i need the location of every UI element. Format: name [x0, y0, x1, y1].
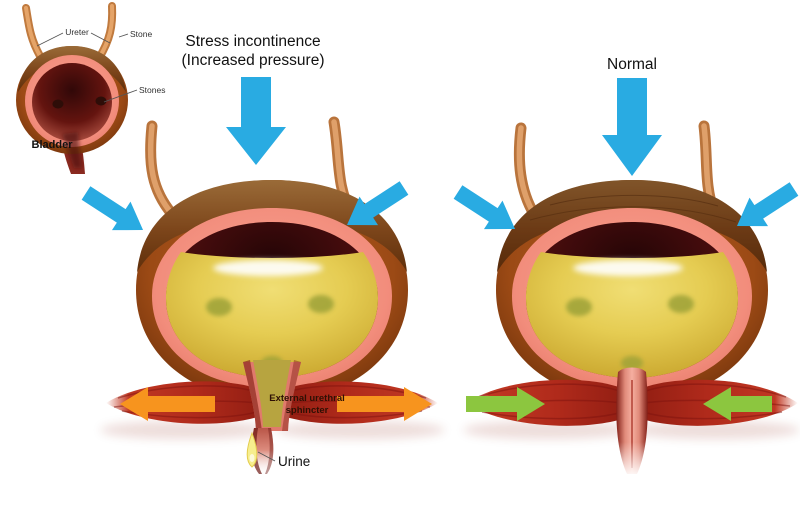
inset-ureter-left-highlight: [24, 6, 42, 58]
ureteral-opening-left: [566, 298, 592, 316]
urine-stream: [253, 360, 291, 427]
muscle-shadow-right: [630, 421, 800, 439]
bladder-normal: [496, 180, 768, 400]
stress-incontinence-panel: Stress incontinence (Increased pressure): [81, 33, 445, 474]
ureteral-opening-right: [308, 295, 334, 313]
ureteral-opening-right: [668, 295, 694, 313]
bladder-dome-texture-overlay: [497, 180, 767, 272]
inset-stone-label: Stone: [130, 29, 152, 39]
stress-title-line2: (Increased pressure): [181, 52, 324, 69]
urethra-open-stress: [243, 360, 301, 474]
pressure-down-arrow-normal: [602, 78, 662, 176]
muscle-stripe-r1: [637, 383, 787, 398]
sphincter-open-arrow-left: [120, 387, 215, 421]
sphincter-squeeze-arrow-right: [703, 387, 772, 421]
urine-leader: [257, 451, 276, 462]
inset-bladder-dome: [18, 46, 126, 92]
bladder-stones-inset: Ureter Stone Stones Bladder: [16, 2, 165, 174]
inset-ureter-label: Ureter: [65, 27, 89, 37]
stone-leader: [118, 33, 129, 38]
muscle-shadow-right: [275, 421, 445, 439]
ureteral-opening-left: [206, 298, 232, 316]
ureter-leader-right: [90, 32, 111, 44]
urethra-wall-shade-left: [243, 360, 262, 431]
urethra-wall-shade-right: [282, 360, 301, 431]
urine-fill: [166, 252, 378, 378]
urethra-tube-shade-right: [265, 428, 274, 474]
dome-texture-1: [549, 194, 719, 207]
ureter-left-stress-highlight: [147, 123, 175, 217]
normal-title: Normal: [607, 56, 657, 73]
urine-drop-highlight: [249, 454, 255, 462]
urethra-bottom-fade: [606, 442, 658, 478]
stones-leader: [103, 89, 138, 103]
stress-title-line1: Stress incontinence: [185, 33, 320, 50]
urine-surface-highlight: [213, 260, 323, 276]
bladder-dome: [137, 180, 407, 272]
muscle-shadow-left: [463, 421, 633, 439]
urine-fill: [526, 252, 738, 378]
muscle-stripe-l3: [481, 410, 627, 420]
muscle-stripe-r3: [639, 410, 783, 420]
bladder-dome: [497, 180, 767, 272]
dome-texture-2: [529, 206, 737, 223]
inset-stone-left: [52, 99, 64, 109]
bladder-neck-spot: [621, 356, 643, 370]
pressure-down-arrow-stress: [226, 77, 286, 165]
sphincter-open-arrow-right: [337, 387, 432, 421]
ureter-left-normal-highlight: [516, 125, 537, 217]
side-pressure-arrow-left-normal-shape: [453, 185, 516, 230]
side-pressure-arrow-right-normal-shape: [736, 182, 799, 227]
inset-stones-label: Stones: [139, 85, 165, 95]
ureter-leader-left: [36, 32, 64, 47]
muscle-shadow-left: [100, 421, 270, 439]
side-pressure-arrow-right-stress: [346, 181, 409, 226]
side-pressure-arrow-right-stress-shape: [346, 181, 409, 226]
side-pressure-arrow-left-stress-shape: [81, 186, 144, 231]
inset-bladder-label: Bladder: [32, 139, 74, 151]
bladder-stress: [136, 180, 408, 400]
normal-panel: Normal: [453, 56, 800, 478]
side-pressure-arrow-left-stress: [81, 186, 144, 231]
urine-surface-highlight: [573, 260, 683, 276]
sphincter-squeeze-arrow-left: [466, 387, 545, 421]
inset-bladder-interior: [32, 63, 112, 141]
inset-stone-right: [95, 96, 107, 106]
sphincter-label-line1: External urethral: [269, 393, 345, 404]
side-pressure-arrow-left-normal: [453, 185, 516, 230]
sphincter-closed-normal: [463, 379, 800, 439]
inset-urethra-shadow: [62, 132, 82, 168]
side-pressure-arrow-right-normal: [736, 182, 799, 227]
muscle-stripe-l1: [477, 383, 629, 398]
urine-label: Urine: [278, 454, 310, 469]
sphincter-muscle-left: [466, 379, 631, 426]
sphincter-label-line2: sphincter: [286, 405, 329, 416]
